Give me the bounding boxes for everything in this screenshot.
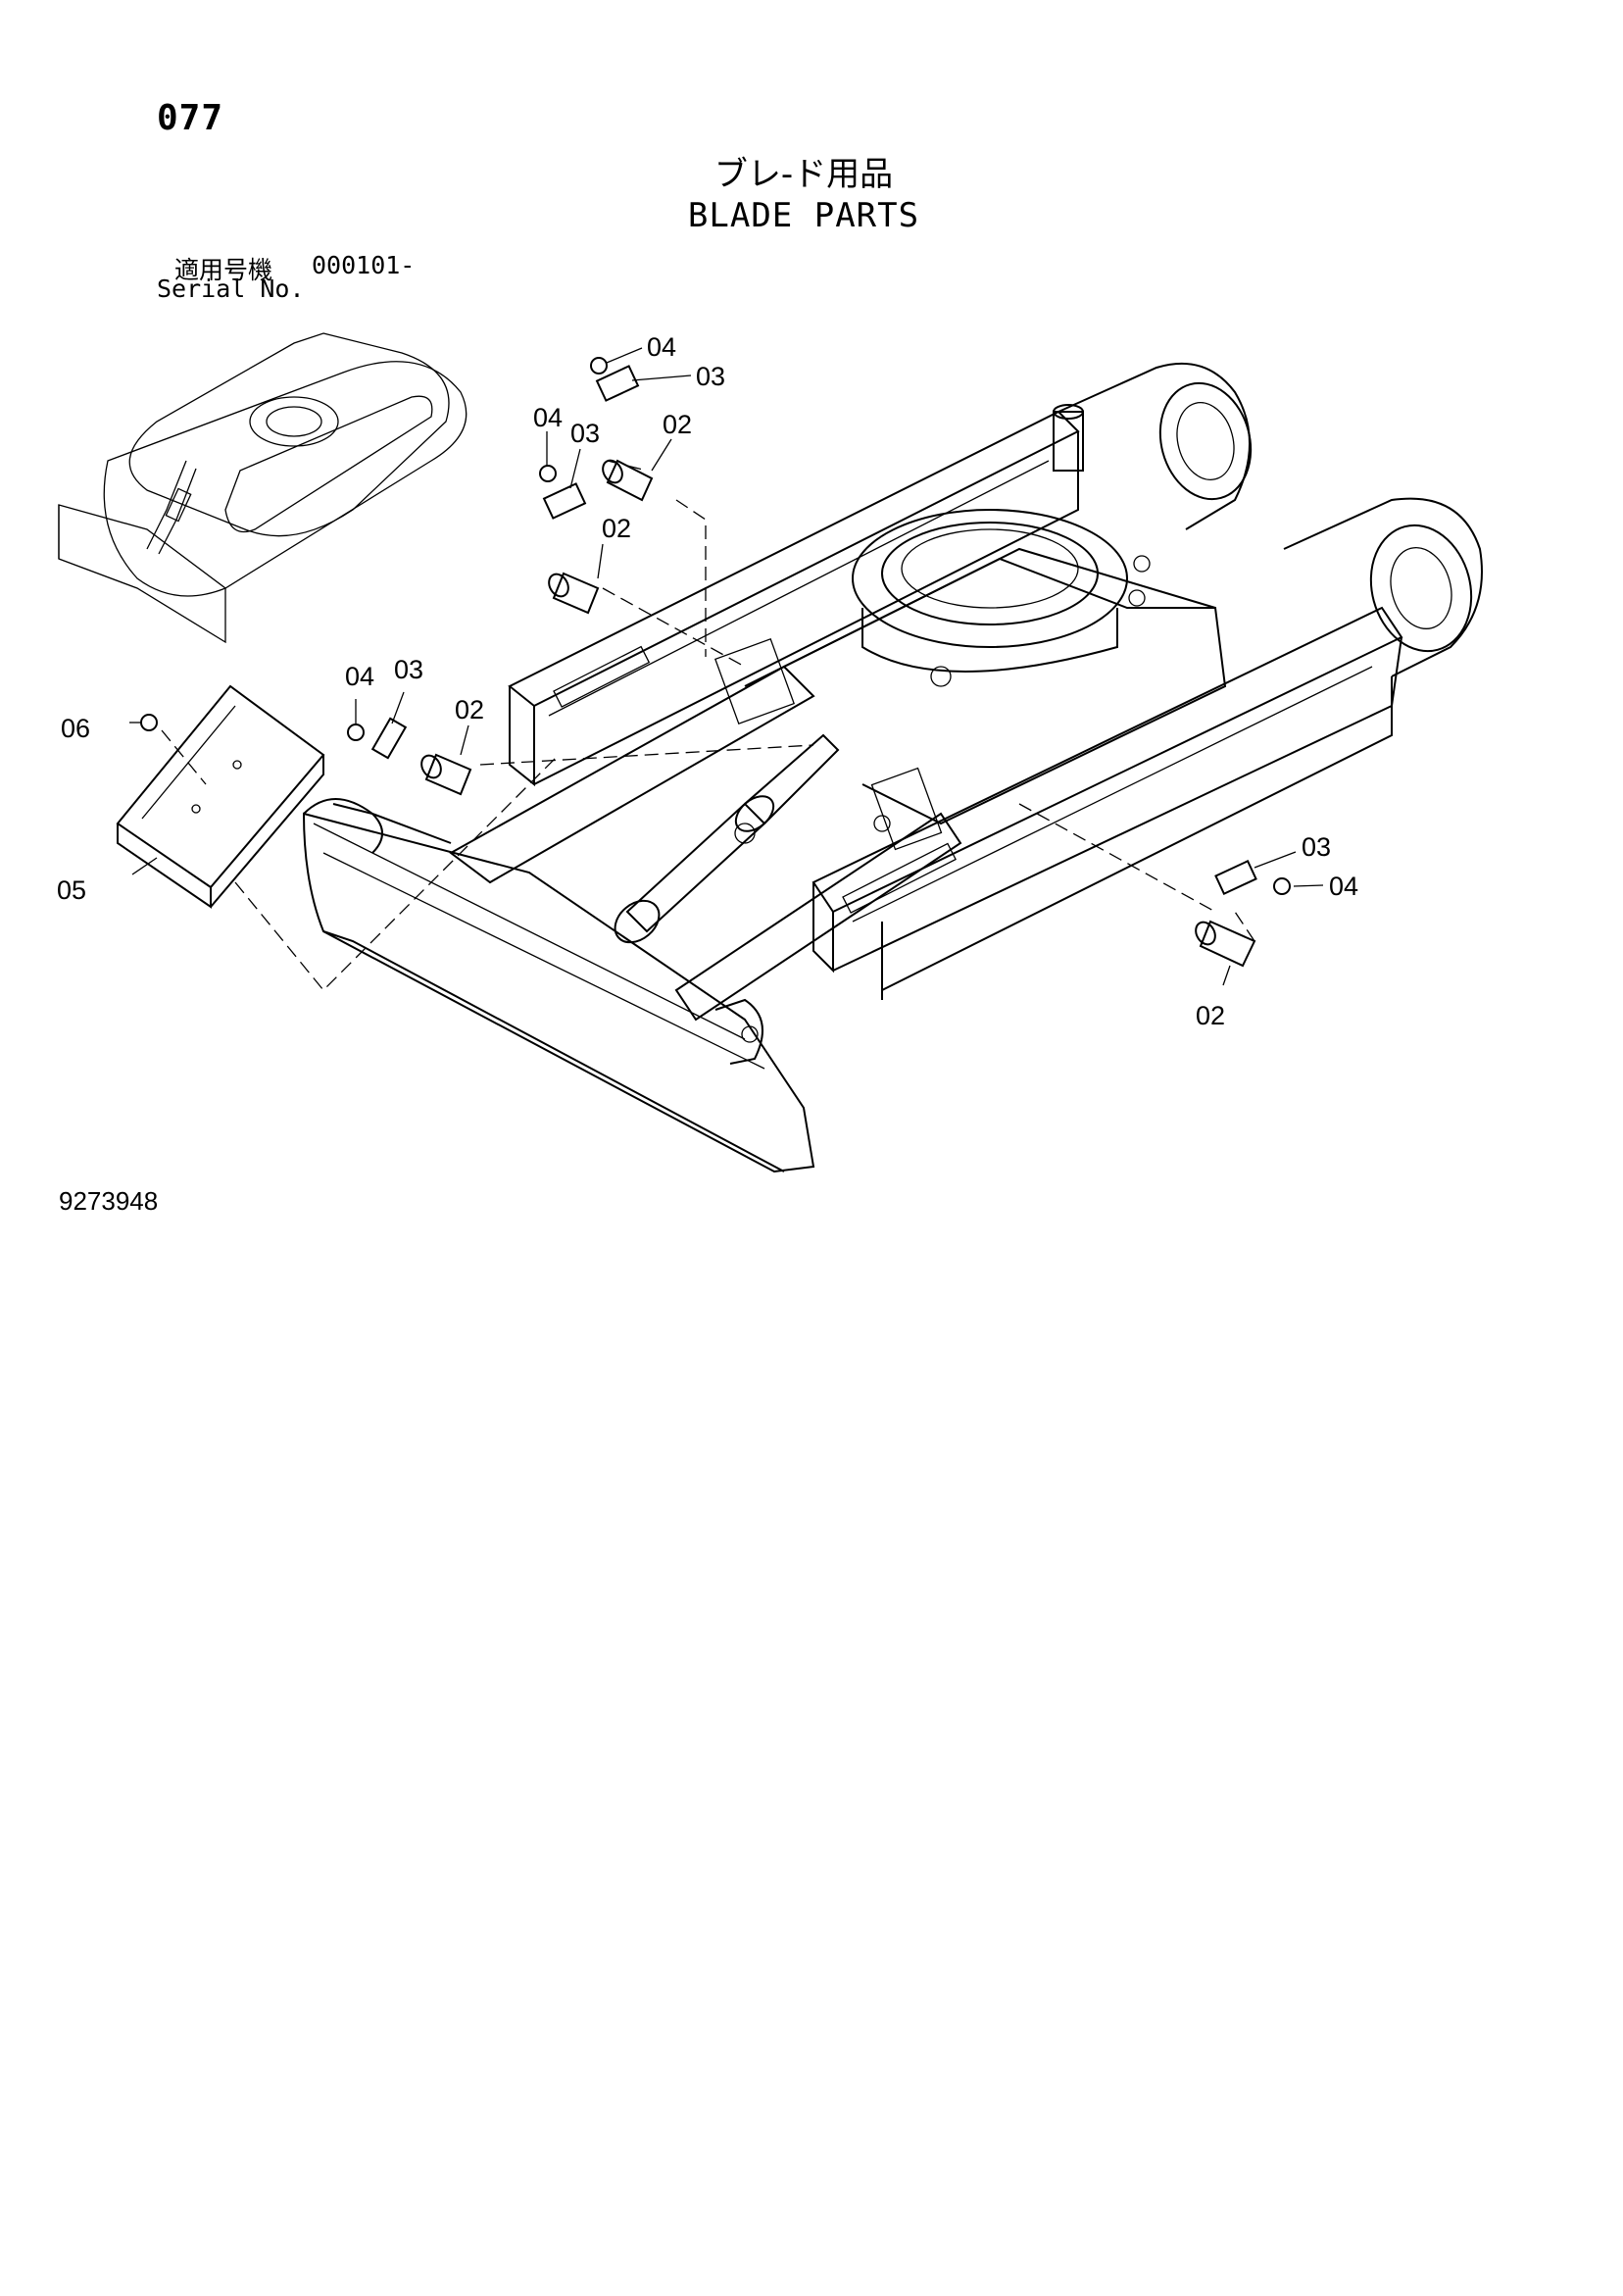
pin-left [420, 753, 472, 796]
assembly-lines [161, 460, 1255, 991]
serial-range: 000101- [312, 251, 416, 279]
callout-label: 03 [1302, 832, 1331, 862]
callout-label: 06 [61, 714, 90, 743]
callout-label: 03 [570, 419, 600, 448]
callout-label: 04 [1329, 872, 1358, 901]
bolt-upper-right [590, 357, 608, 374]
pin-parts [420, 459, 1256, 968]
callout-label: 03 [696, 362, 725, 391]
overview-thumbnail [58, 332, 467, 644]
plate-left [370, 717, 408, 760]
callout-label: 02 [663, 410, 692, 439]
pin-right [1195, 920, 1256, 968]
serial-label-english: Serial No. [157, 275, 305, 303]
callout-label: 04 [345, 662, 374, 691]
pin-upper [602, 459, 654, 502]
callout-label: 02 [602, 514, 631, 543]
leader-lines [129, 347, 1324, 986]
cover-plate [116, 684, 325, 909]
serial-label-japanese: 適用号機 [174, 256, 273, 284]
page-number: 077 [157, 98, 224, 138]
bolt-right [1273, 877, 1291, 895]
plate-upper-left [542, 482, 587, 520]
callout-label: 03 [394, 655, 423, 684]
bolt-left [347, 724, 365, 741]
drawing-code: 9273948 [59, 1186, 159, 1216]
bolt-cover [140, 714, 158, 731]
dozer-blade [302, 798, 815, 1173]
plate-and-bolt-parts [140, 357, 1291, 895]
callout-label: 04 [533, 403, 563, 432]
bolt-upper-left [539, 465, 557, 482]
pin-middle [548, 572, 600, 615]
plate-right [1214, 860, 1257, 895]
callout-label: 04 [647, 332, 676, 362]
page-title-english: BLADE PARTS [687, 196, 920, 235]
page-title-japanese: ブレ-ド用品 [713, 155, 894, 194]
callout-label: 02 [455, 695, 484, 724]
callout-label: 02 [1196, 1001, 1225, 1030]
plate-upper-right [595, 365, 640, 402]
callout-labels: 04 03 04 03 02 02 04 03 02 06 05 03 04 0… [57, 332, 1358, 1030]
blade-parts-diagram: 04 03 04 03 02 02 04 03 02 06 05 03 04 0… [57, 332, 1483, 1173]
callout-label: 05 [57, 875, 86, 905]
track-frame-assembly [449, 362, 1483, 1022]
